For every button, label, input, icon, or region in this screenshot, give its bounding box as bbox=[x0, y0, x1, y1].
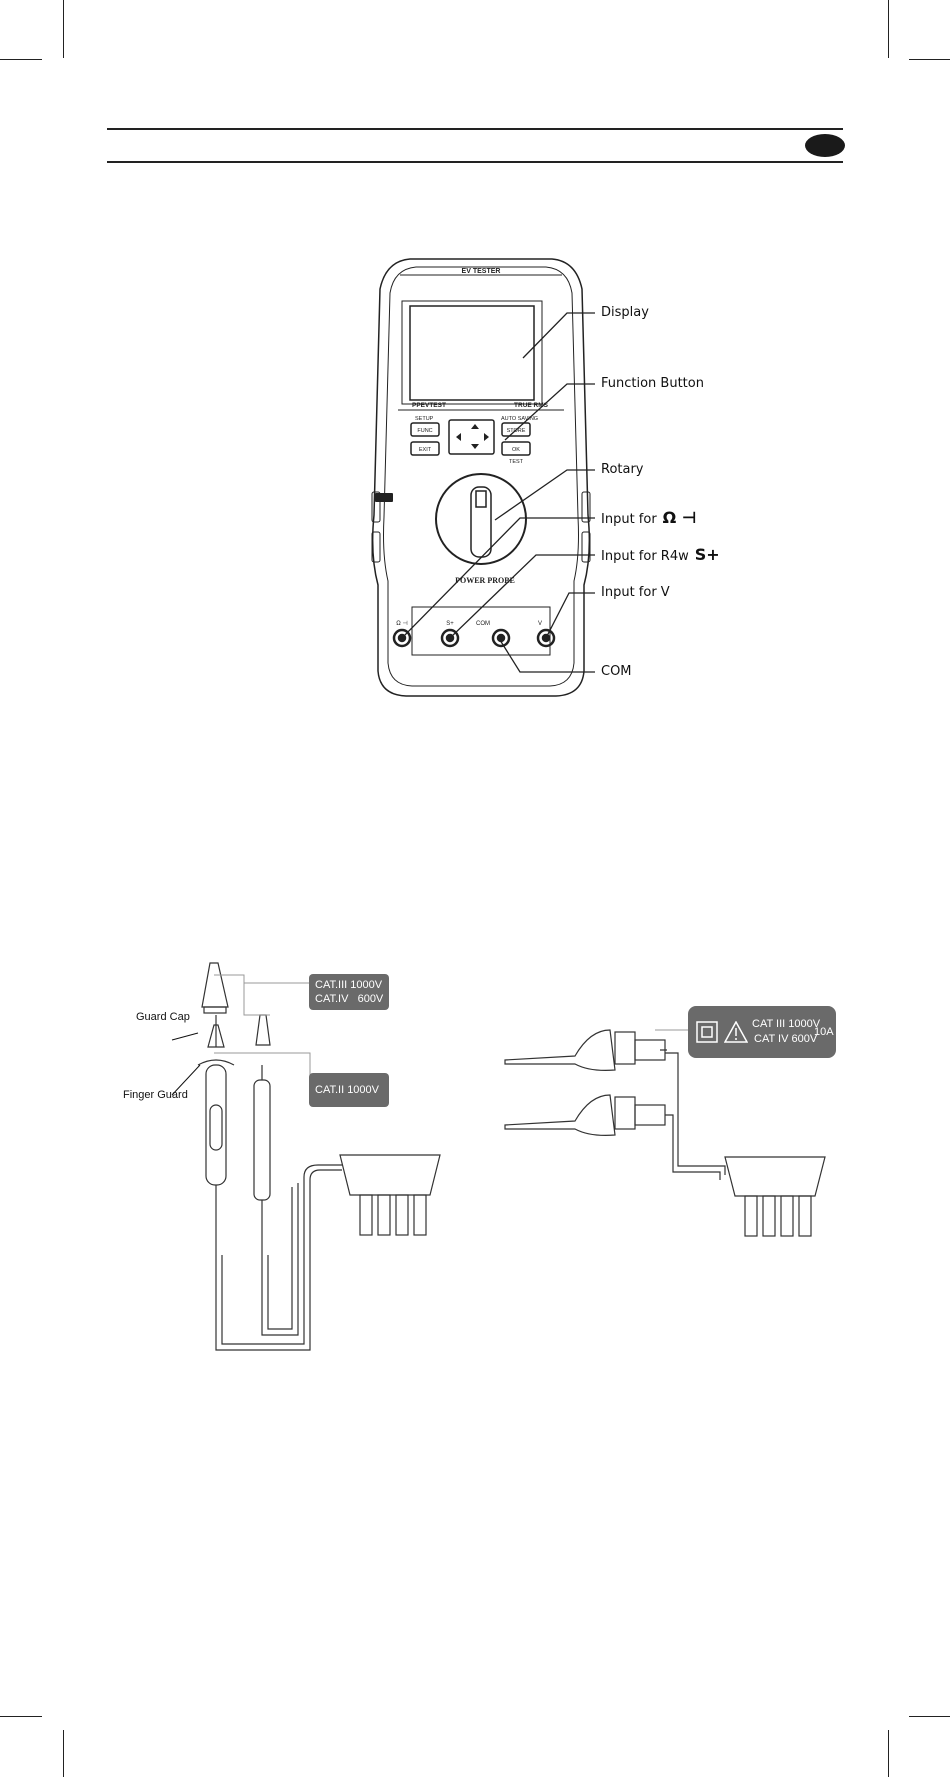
func-button-label: FUNC bbox=[417, 428, 432, 434]
callout-input-ohm-text: Input for bbox=[601, 512, 657, 527]
multimeter-illustration: EV TESTER PPEVTEST TRUE RMS SETUP FUNC E… bbox=[370, 255, 592, 700]
ok-button-label: OK bbox=[512, 447, 520, 453]
clamp-rating-tag: CAT III 1000V CAT IV 600V 10A bbox=[688, 1006, 836, 1058]
crop-mark bbox=[63, 1730, 64, 1777]
clamp-amp-rating: 10A bbox=[814, 1025, 834, 1039]
store-button-label: STORE bbox=[507, 428, 526, 434]
page-number-badge bbox=[805, 134, 845, 157]
callout-function-button: Function Button bbox=[601, 376, 704, 391]
crop-mark bbox=[63, 0, 64, 58]
jack-label-v: V bbox=[538, 621, 542, 627]
callout-rotary: Rotary bbox=[601, 462, 644, 477]
clamp-cat3-rating: CAT III 1000V bbox=[752, 1017, 820, 1031]
meter-brand: EV TESTER bbox=[462, 268, 501, 275]
crop-mark bbox=[909, 1716, 950, 1717]
ohm-diode-symbol: Ω ⊣ bbox=[663, 508, 697, 527]
callout-input-r4w-text: Input for R4w bbox=[601, 549, 689, 564]
crop-mark bbox=[0, 59, 42, 60]
test-label: TEST bbox=[509, 459, 524, 465]
jack-label-s-plus: S+ bbox=[446, 621, 454, 627]
callout-display: Display bbox=[601, 305, 649, 320]
cat2-rating-tag: CAT.II 1000V bbox=[309, 1073, 389, 1107]
crop-mark bbox=[909, 59, 950, 60]
exit-button-label: EXIT bbox=[419, 447, 432, 453]
cat3-rating: CAT.III 1000V bbox=[315, 978, 383, 992]
meter-logo: POWER PROBE bbox=[455, 576, 515, 585]
meter-rms-label: TRUE RMS bbox=[514, 402, 549, 409]
warning-triangle-icon bbox=[724, 1021, 748, 1043]
finger-guard-label: Finger Guard bbox=[123, 1089, 188, 1101]
crop-mark bbox=[888, 1730, 889, 1777]
callout-input-v: Input for V bbox=[601, 585, 670, 600]
jack-label-ohm: Ω ⊣ bbox=[396, 620, 407, 627]
guard-cap-label: Guard Cap bbox=[136, 1011, 190, 1023]
double-insulation-icon bbox=[696, 1021, 718, 1043]
callout-com: COM bbox=[601, 664, 632, 679]
clamp-cat4-rating: CAT IV 600V bbox=[754, 1032, 817, 1046]
crop-mark bbox=[0, 1716, 42, 1717]
callout-input-ohm: Input for Ω ⊣ bbox=[601, 508, 696, 527]
cat-rating-tag: CAT.III 1000V CAT.IV 600V bbox=[309, 974, 389, 1010]
cat4-rating: CAT.IV 600V bbox=[315, 992, 383, 1006]
jack-label-com: COM bbox=[476, 621, 490, 627]
header-rule-bottom bbox=[107, 161, 843, 163]
s-plus-symbol: S+ bbox=[695, 545, 720, 564]
callout-input-r4w: Input for R4w S+ bbox=[601, 545, 720, 564]
setup-label: SETUP bbox=[415, 416, 434, 422]
autosaving-label: AUTO SAVING bbox=[501, 416, 538, 422]
meter-model: PPEVTEST bbox=[412, 402, 446, 409]
header-rule-top bbox=[107, 128, 843, 130]
crop-mark bbox=[888, 0, 889, 58]
